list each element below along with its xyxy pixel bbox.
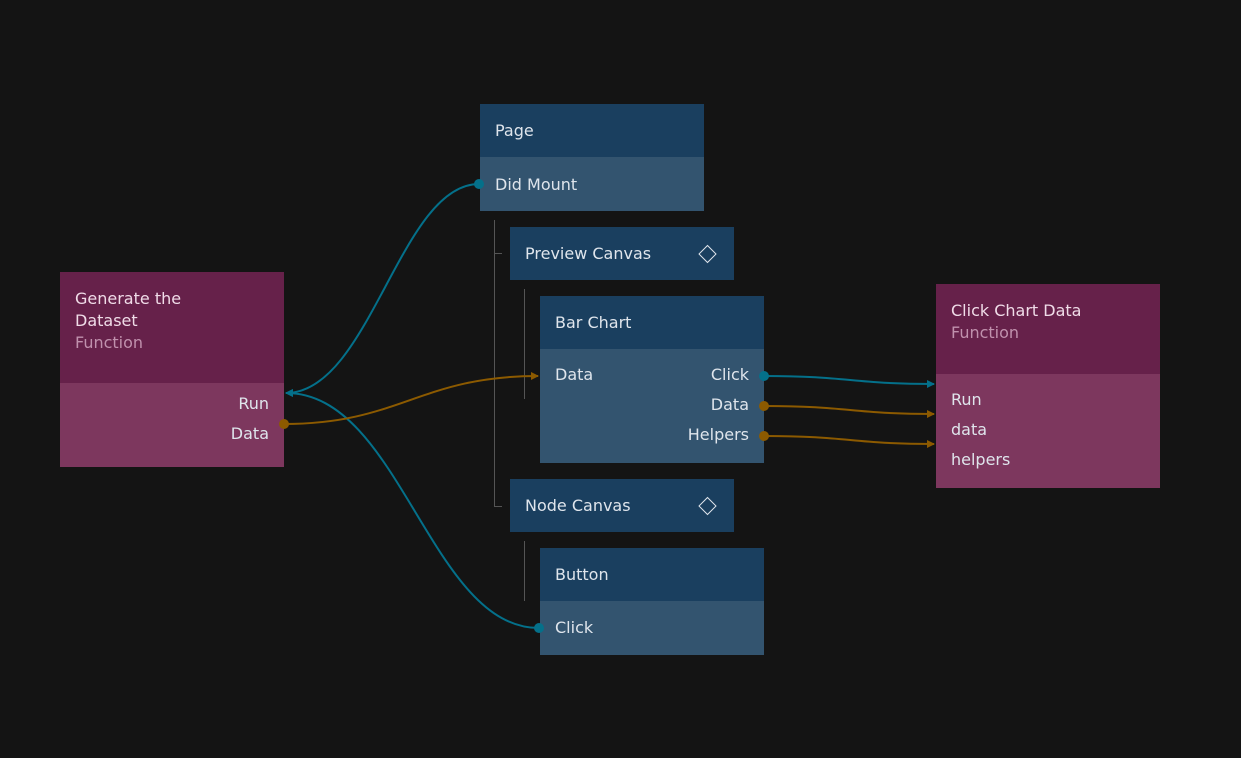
hierarchy-line <box>524 289 525 399</box>
node-body: Run Data <box>60 383 284 467</box>
node-preview-canvas[interactable]: Preview Canvas <box>510 227 734 280</box>
wire-click-run[interactable] <box>763 375 935 388</box>
hierarchy-tick <box>494 506 502 507</box>
node-header: Node Canvas <box>510 479 734 532</box>
port-data[interactable]: Data <box>230 424 269 443</box>
node-node-canvas[interactable]: Node Canvas <box>510 479 734 532</box>
node-title: Bar Chart <box>555 313 632 332</box>
node-header: Button <box>540 548 764 601</box>
node-button[interactable]: Button Click <box>540 548 764 655</box>
port-data-in[interactable]: Data <box>555 365 594 384</box>
node-header: Generate the Dataset Function <box>60 272 284 383</box>
node-body: Click <box>540 601 764 655</box>
port-dot[interactable] <box>279 419 289 429</box>
node-type: Function <box>951 323 1020 342</box>
node-title: Node Canvas <box>525 496 631 515</box>
node-header: Page <box>480 104 704 157</box>
port-helpers[interactable]: Helpers <box>687 425 749 444</box>
node-bar-chart[interactable]: Bar Chart Data Click Data Helpers <box>540 296 764 463</box>
node-title: Button <box>555 565 609 584</box>
node-body: Run data helpers <box>936 374 1160 488</box>
hierarchy-line <box>494 220 495 507</box>
node-header: Preview Canvas <box>510 227 734 280</box>
wire-button-run[interactable] <box>285 389 540 629</box>
port-click[interactable]: Click <box>710 365 749 384</box>
node-body: Did Mount <box>480 157 704 211</box>
node-body: Data Click Data Helpers <box>540 349 764 463</box>
port-dot[interactable] <box>474 179 484 189</box>
port-helpers[interactable]: helpers <box>951 450 1011 469</box>
port-click[interactable]: Click <box>555 618 594 637</box>
hierarchy-tick <box>494 253 502 254</box>
node-title: Generate the Dataset <box>75 289 182 330</box>
node-title: Click Chart Data <box>951 301 1082 320</box>
port-dot[interactable] <box>759 371 769 381</box>
wire-data-bardata[interactable] <box>283 372 539 425</box>
port-data-out[interactable]: Data <box>710 395 749 414</box>
node-click-chart-data[interactable]: Click Chart Data Function Run data helpe… <box>936 284 1160 488</box>
port-run[interactable]: Run <box>238 394 269 413</box>
port-data[interactable]: data <box>951 420 988 439</box>
port-did-mount[interactable]: Did Mount <box>495 175 578 194</box>
port-run[interactable]: Run <box>951 390 982 409</box>
node-header: Bar Chart <box>540 296 764 349</box>
port-dot[interactable] <box>759 401 769 411</box>
node-type: Function <box>75 333 144 352</box>
node-title: Page <box>495 121 534 140</box>
wire-data-data[interactable] <box>763 405 935 418</box>
node-title: Preview Canvas <box>525 244 652 263</box>
node-generate-dataset[interactable]: Generate the Dataset Function Run Data <box>60 272 284 467</box>
node-page[interactable]: Page Did Mount <box>480 104 704 211</box>
hierarchy-line <box>524 541 525 601</box>
port-dot[interactable] <box>534 623 544 633</box>
wire-helpers-helpers[interactable] <box>763 435 935 448</box>
wire-didmount-run[interactable] <box>285 183 480 397</box>
port-dot[interactable] <box>759 431 769 441</box>
node-header: Click Chart Data Function <box>936 284 1160 374</box>
